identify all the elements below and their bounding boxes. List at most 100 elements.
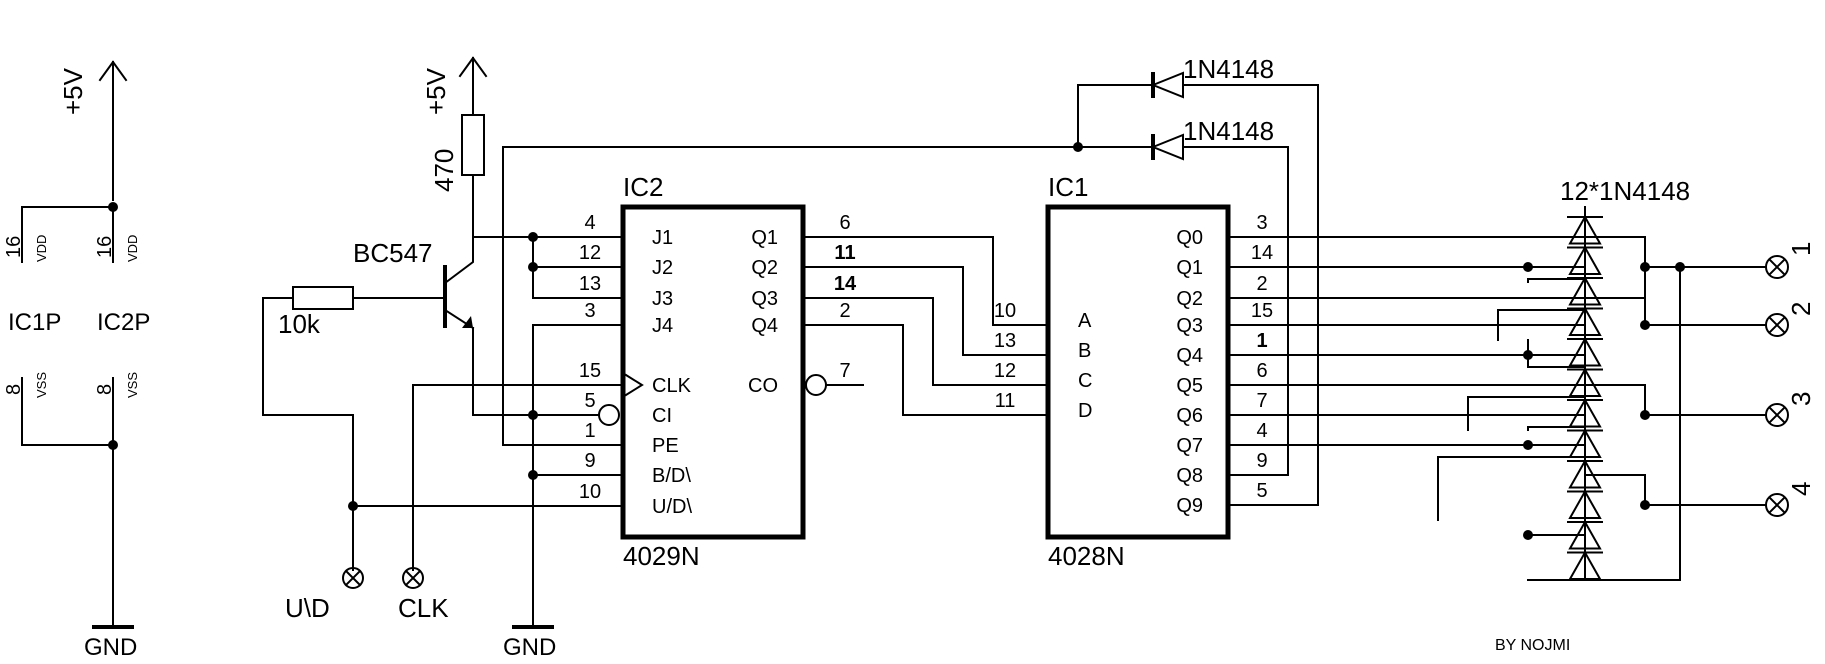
ic1-pin-number: 6 [1256,360,1267,382]
array-diode-icon [1568,275,1602,306]
ic2-pin-name: CO [748,375,778,397]
terminal-ud-icon [342,567,364,589]
output-wires [1227,236,1646,540]
ic2-pin-name: Q4 [751,315,778,337]
junction-dot [108,440,118,450]
ic2-pin-name: Q1 [751,227,778,249]
output-1-icon [1765,255,1789,279]
ic2-pin-number: 11 [834,242,855,264]
ic2-pin-number: 15 [579,360,601,382]
array-diode-icon [1568,306,1602,336]
junction-dot [1640,410,1650,420]
ic1-pin-name: A [1078,310,1092,332]
ic1-pin-name: Q1 [1176,257,1203,279]
output-terminal-1[interactable] [1765,255,1789,279]
ic1-pin-name: Q6 [1176,405,1203,427]
ic2-power-label: IC2P [97,309,150,336]
ic1-pin-name: Q3 [1176,315,1203,337]
ic1-pin-name: Q9 [1176,495,1203,517]
output-4-label: 4 [1786,482,1816,496]
ic2-pin-number: 3 [584,300,595,322]
junction-dot [1675,262,1685,272]
ic2-ground-bus: GND [502,146,1124,661]
array-diode-icon [1568,336,1602,367]
terminal-ud[interactable] [342,567,364,589]
ic1-pin-name: C [1078,370,1092,392]
transistor-label: BC547 [353,238,433,268]
ic1-pin-number: 14 [1251,242,1273,264]
ic1-pin-number: 4 [1256,420,1267,442]
ic2-ref: IC2 [623,172,663,202]
co-inverter-bubble [805,374,827,396]
ic2-pin-number: 14 [834,273,857,295]
junction-dot [1640,320,1650,330]
ic2-pin-name: Q3 [751,288,778,310]
supply-arrow-icon [98,60,128,82]
ic1-pin-number: 9 [1256,450,1267,472]
output-3-label: 3 [1786,392,1816,406]
supply-label: +5V [58,67,88,115]
vss-bus [21,377,114,626]
output-terminal-4[interactable] [1765,493,1789,517]
ic2-pin-number: 4 [584,212,595,234]
ic1-pin-name: Q7 [1176,435,1203,457]
diode-2-icon [1150,133,1184,161]
ic1-vdd-label: VDD [34,235,49,262]
ic2-pin-name: J4 [652,315,673,337]
ic2-pin-number: 7 [839,360,850,382]
ic1-body [1045,204,1231,540]
ground-label-2: GND [503,634,556,661]
resistor-470-label: 470 [429,149,459,192]
supply-label-2: +5V [421,67,451,115]
output-terminal-3[interactable] [1765,403,1789,427]
ic1-pin-name: Q0 [1176,227,1203,249]
ic2-pin-name: J2 [652,257,673,279]
resistor-10k [292,286,354,310]
junction-dot [108,202,118,212]
ic2-pin-name: B/D\ [652,465,691,487]
ic1-pin-number: 12 [994,360,1016,382]
ic2-pin-number: 2 [839,300,850,322]
supply-arrow-icon [458,56,488,78]
emitter-arrow-icon [462,316,473,328]
terminal-clk[interactable] [402,567,424,589]
ic2-pin-number: 12 [579,242,601,264]
terminal-clk-icon [402,567,424,589]
ic2-pin-name: U/D\ [652,496,692,518]
ic1-vdd-pin: 16 [3,236,25,258]
ic2-body [620,204,806,540]
array-diode-icon [1568,245,1602,275]
output-terminal-2[interactable] [1765,313,1789,337]
ic1-pin-name: Q8 [1176,465,1203,487]
ic2-pin-name: PE [652,435,679,457]
diode-2-label: 1N4148 [1183,116,1274,146]
ic2-pin-number: 6 [839,212,850,234]
ic1-pin-number: 7 [1256,390,1267,412]
diode-array-label: 12*1N4148 [1560,176,1690,206]
ic1-pin-number: 13 [994,330,1016,352]
ic2-pin-number: 5 [584,390,595,412]
ic1-ref: IC1 [1048,172,1088,202]
ic2-part: 4029N [623,541,700,571]
terminal-ud-label: U\D [285,593,330,623]
transistor-collector [443,236,474,285]
ic2-pin-number: 9 [584,450,595,472]
feedback-diodes: 1N4148 1N4148 [1073,54,1319,506]
ic1-pin-name: B [1078,340,1091,362]
output-4-icon [1765,493,1789,517]
ic1-pin-number: 5 [1256,480,1267,502]
resistor-470 [461,114,485,176]
ic2-pin-name: J1 [652,227,673,249]
junction-dot [1640,500,1650,510]
ic1-pin-name: D [1078,400,1092,422]
ic2-vss-pin: 8 [94,384,116,395]
output-2-label: 2 [1786,302,1816,316]
ic1-vss-pin: 8 [3,384,25,395]
junction-dot [1640,262,1650,272]
credit-label: BY NOJMI [1495,637,1570,654]
